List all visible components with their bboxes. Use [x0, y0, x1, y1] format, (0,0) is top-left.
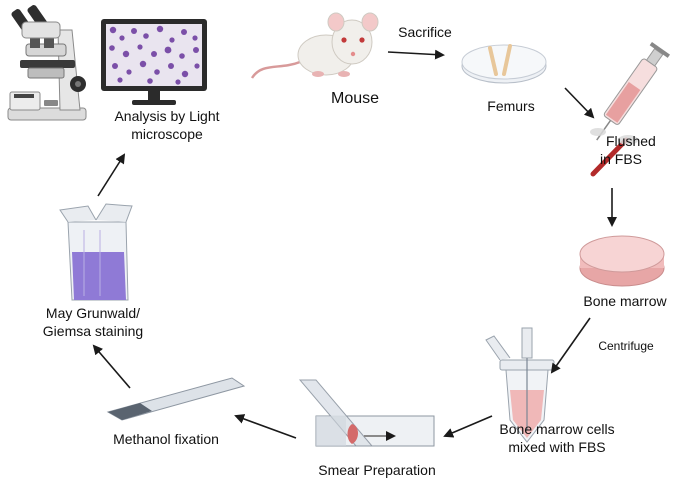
- microscope-icon: [7, 5, 87, 121]
- label-analysis-line2: microscope: [131, 125, 203, 142]
- label-cells-line2: mixed with FBS: [508, 438, 606, 455]
- label-sacrifice: Sacrifice: [398, 24, 452, 40]
- label-staining-line1: May Grunwald/: [45, 305, 141, 321]
- label-methanol-fixation: Methanol fixation: [113, 431, 219, 447]
- label-mouse: Mouse: [330, 90, 380, 107]
- label-cells-line1: Bone marrow cells: [499, 421, 615, 437]
- smear-slides-icon: [298, 379, 435, 447]
- arrow-smear-to-fixation: [234, 414, 297, 439]
- label-analysis-line1: Analysis by Light: [114, 108, 220, 124]
- arrow-fixation-to-staining: [92, 344, 131, 389]
- arrow-tube-to-smear: [443, 415, 493, 438]
- centrifuge-tube-icon: [485, 327, 555, 443]
- monitor-icon: [101, 19, 207, 105]
- staining-jar-icon: [59, 203, 133, 301]
- label-bone-marrow: Bone marrow: [583, 293, 667, 309]
- label-centrifuge: Centrifuge: [598, 339, 654, 353]
- arrow-femurs-to-flush: [564, 87, 595, 119]
- syringe-icon: [590, 41, 670, 177]
- fixation-slide-icon: [106, 377, 246, 421]
- label-bone-marrow-cells: Bone marrow cells mixed with FBS: [482, 421, 632, 456]
- arrow-marrow-to-tube: [550, 317, 591, 374]
- label-staining: May Grunwald/ Giemsa staining: [18, 305, 168, 340]
- label-flushed-line2: in FBS: [600, 150, 643, 167]
- petri-dish-bone-marrow-icon: [579, 235, 665, 287]
- petri-dish-femurs-icon: [461, 44, 547, 84]
- label-femurs: Femurs: [487, 98, 535, 114]
- mouse-icon: [250, 12, 379, 79]
- label-flushed: Flushed in FBS: [600, 133, 680, 168]
- flow-arrows: [92, 49, 617, 439]
- label-staining-line2: Giemsa staining: [42, 322, 144, 339]
- label-flushed-line1: Flushed: [606, 133, 656, 149]
- label-analysis: Analysis by Light microscope: [107, 108, 227, 143]
- arrow-staining-to-analysis: [97, 153, 126, 197]
- arrow-mouse-to-femurs: [387, 49, 445, 60]
- label-smear-preparation: Smear Preparation: [318, 462, 436, 478]
